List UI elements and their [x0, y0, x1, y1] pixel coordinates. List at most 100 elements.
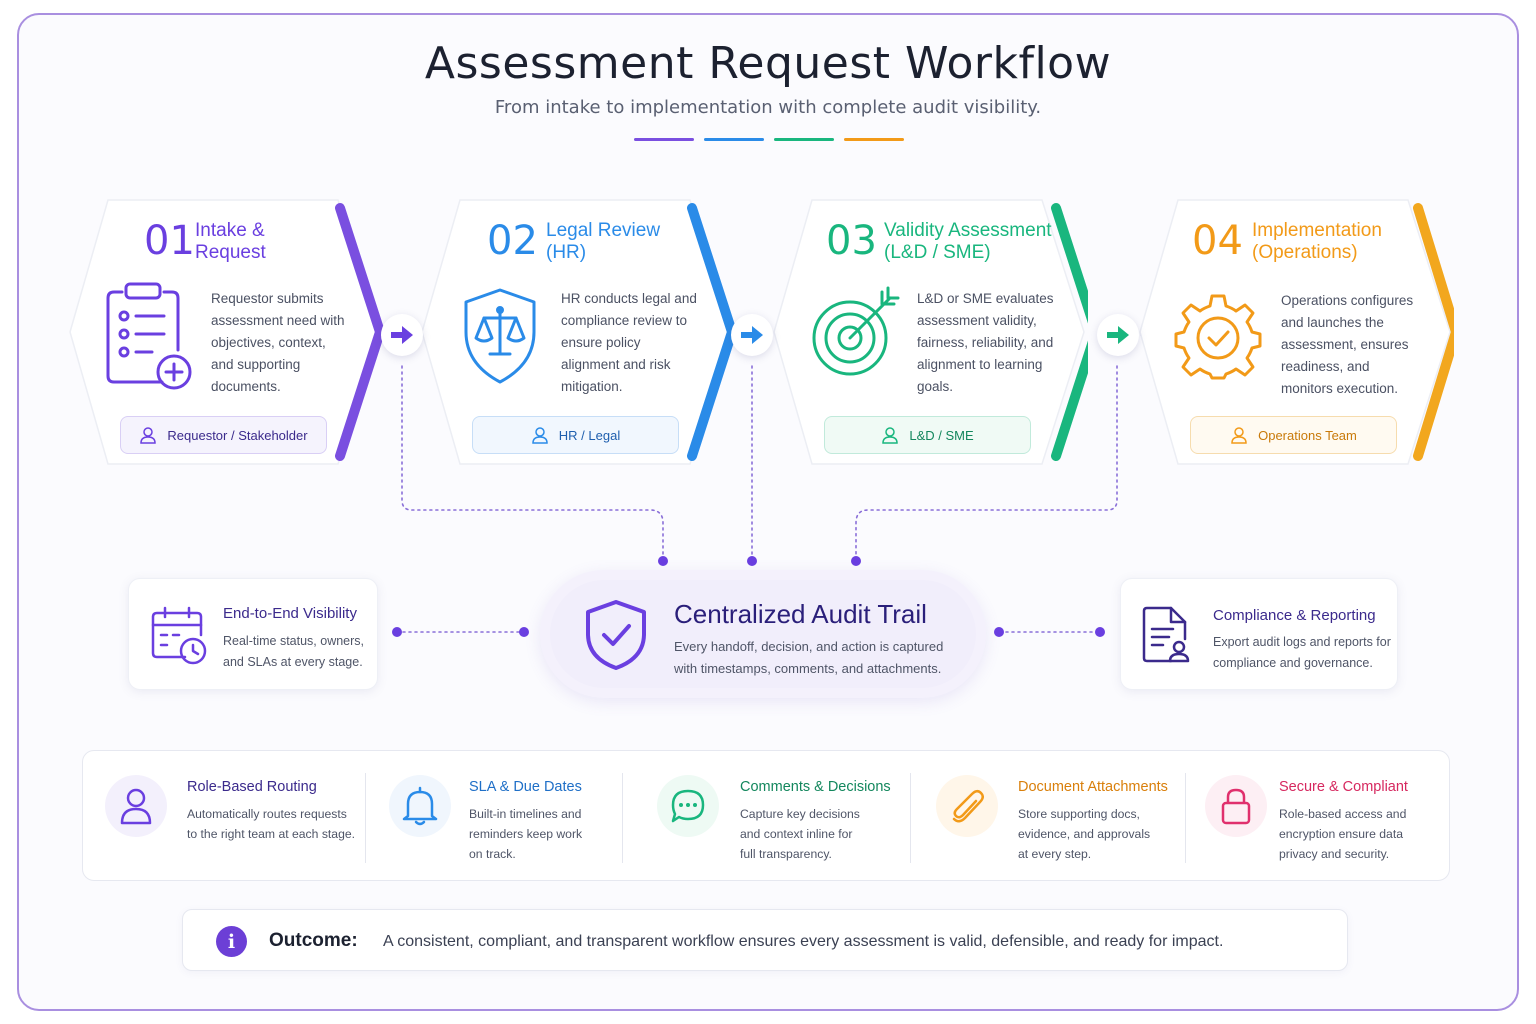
stage-number: 01 [144, 218, 195, 264]
arrow-next-icon [731, 314, 773, 356]
stage-description: HR conducts legal and compliance review … [561, 291, 697, 394]
target-icon [812, 286, 900, 376]
title-bar-orange [844, 138, 904, 141]
audit-trail-card: Centralized Audit Trail Every handoff, d… [540, 570, 986, 698]
stage-title-sub: (Operations) [1252, 242, 1358, 263]
bell-icon [402, 786, 438, 826]
stage-hex-outline [1139, 199, 1454, 465]
feature-title: Document Attachments [1018, 779, 1168, 795]
feature-divider [910, 773, 911, 863]
role-pill-lnd-sme: L&D / SME [824, 416, 1031, 454]
stage-description: Requestor submits assessment need with o… [211, 291, 345, 394]
title-color-bars [634, 138, 904, 141]
arrow-right-icon [1107, 326, 1129, 344]
feature-divider [622, 773, 623, 863]
stage-number: 03 [826, 218, 877, 264]
arrow-next-icon [381, 314, 423, 356]
gear-check-icon [1174, 294, 1262, 380]
stage-card-intake[interactable]: 01 Intake & Request Requestor submits as… [68, 196, 384, 468]
stage-title-main: Intake & [195, 220, 265, 241]
feature-icon-circle [936, 775, 998, 837]
feature-title: Secure & Compliant [1279, 779, 1408, 795]
stage-title-main: Legal Review [546, 220, 661, 241]
stage-title: Validity Assessment (L&D / SME) [884, 220, 1052, 264]
audit-trail-title: Centralized Audit Trail [674, 599, 927, 629]
clipboard-add-icon [106, 282, 192, 390]
compliance-card: Compliance & Reporting Export audit logs… [1120, 578, 1398, 690]
feature-description: Role-based access and encryption ensure … [1279, 807, 1407, 861]
user-icon [532, 427, 548, 444]
feature-icon-circle [1205, 775, 1267, 837]
role-label: Operations Team [1258, 427, 1357, 443]
page-subtitle: From intake to implementation with compl… [494, 97, 1042, 118]
stage-card-validity-assessment[interactable]: 03 Validity Assessment (L&D / SME) L&D o… [772, 196, 1088, 468]
feature-title: Comments & Decisions [740, 779, 891, 795]
features-panel: Role-Based Routing Automatically routes … [82, 750, 1450, 881]
role-label: HR / Legal [558, 427, 621, 443]
stage-description: Operations configures and launches the a… [1281, 293, 1414, 396]
feature-description: Built-in timelines and reminders keep wo… [469, 807, 583, 861]
compliance-description: Export audit logs and reports for compli… [1213, 635, 1391, 670]
role-pill-hr-legal: HR / Legal [472, 416, 679, 454]
feature-divider [365, 773, 366, 863]
calendar-clock-icon [151, 606, 207, 665]
feature-description: Store supporting docs, evidence, and app… [1018, 807, 1151, 861]
stage-card-implementation[interactable]: 04 Implementation (Operations) Operation… [1138, 196, 1454, 468]
stage-title-sub: (L&D / SME) [884, 242, 991, 263]
document-user-icon [1142, 606, 1190, 663]
feature-comments-decisions: Comments & Decisions Capture key decisio… [657, 751, 907, 882]
stage-number: 04 [1192, 218, 1243, 264]
lock-icon [1221, 788, 1251, 825]
feature-icon-circle [389, 775, 451, 837]
visibility-title: End-to-End Visibility [223, 605, 357, 622]
arrow-right-icon [741, 326, 763, 344]
page-title: Assessment Request Workflow [424, 38, 1112, 89]
role-label: L&D / SME [909, 427, 974, 443]
visibility-card: End-to-End Visibility Real-time status, … [128, 578, 378, 690]
audit-trail-description: Every handoff, decision, and action is c… [674, 639, 944, 676]
title-bar-green [774, 138, 834, 141]
role-pill-operations: Operations Team [1190, 416, 1397, 454]
user-icon [140, 427, 157, 444]
feature-role-based-routing: Role-Based Routing Automatically routes … [105, 751, 365, 882]
outcome-label: Outcome: [269, 930, 358, 951]
stage-description: L&D or SME evaluates assessment validity… [917, 291, 1054, 394]
user-icon [120, 788, 152, 825]
feature-title: Role-Based Routing [187, 779, 317, 795]
stage-title: Legal Review (HR) [546, 220, 660, 264]
shield-scales-icon [464, 288, 536, 384]
feature-sla-due-dates: SLA & Due Dates Built-in timelines and r… [389, 751, 619, 882]
role-pill-requestor: Requestor / Stakeholder [120, 416, 327, 454]
stage-title: Implementation (Operations) [1252, 220, 1382, 264]
stage-title-main: Implementation [1252, 220, 1382, 241]
stage-hex-outline [69, 199, 384, 465]
stage-title-main: Validity Assessment [884, 220, 1052, 241]
title-bar-purple [634, 138, 694, 141]
user-icon [882, 427, 899, 444]
feature-secure-compliant: Secure & Compliant Role-based access and… [1205, 751, 1445, 882]
stage-title: Intake & Request [195, 220, 266, 264]
feature-title: SLA & Due Dates [469, 779, 582, 795]
compliance-title: Compliance & Reporting [1213, 607, 1376, 624]
feature-icon-circle [657, 775, 719, 837]
title-bar-blue [704, 138, 764, 141]
feature-document-attachments: Document Attachments Store supporting do… [936, 751, 1186, 882]
feature-divider [1185, 773, 1186, 863]
chat-bubble-icon [671, 789, 705, 823]
user-icon [1231, 427, 1247, 444]
feature-description: Capture key decisions and context inline… [740, 807, 860, 861]
role-label: Requestor / Stakeholder [167, 427, 308, 443]
info-icon: i [216, 926, 247, 957]
visibility-description: Real-time status, owners, and SLAs at ev… [223, 634, 365, 669]
stage-hex-outline [773, 199, 1088, 465]
arrow-next-icon [1097, 314, 1139, 356]
stage-number: 02 [487, 218, 538, 264]
arrow-right-icon [391, 326, 413, 344]
outcome-text: A consistent, compliant, and transparent… [383, 933, 1224, 950]
shield-check-icon [586, 600, 646, 670]
stage-title-sub: Request [195, 242, 266, 263]
stage-title-sub: (HR) [546, 242, 587, 263]
outcome-banner: i Outcome: A consistent, compliant, and … [182, 909, 1348, 971]
stage-card-legal-review[interactable]: 02 Legal Review (HR) HR conducts legal a… [420, 196, 736, 468]
feature-description: Automatically routes requests to the rig… [187, 807, 356, 841]
